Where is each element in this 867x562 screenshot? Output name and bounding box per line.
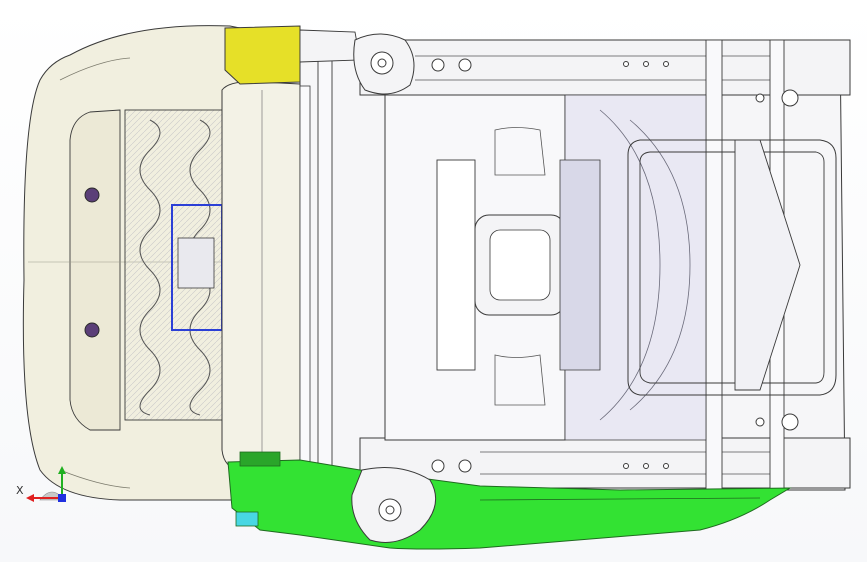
bolt-holes	[431, 58, 799, 473]
spring-mat	[124, 109, 226, 421]
seat-frame	[299, 39, 851, 491]
recliner-pivot-top	[353, 33, 415, 95]
seat-pan-side	[221, 81, 301, 471]
recliner-pivot-bottom	[351, 467, 437, 543]
yellow-latch-bracket	[224, 25, 361, 85]
axis-triad	[26, 466, 66, 502]
x-axis-label: X	[16, 484, 24, 497]
